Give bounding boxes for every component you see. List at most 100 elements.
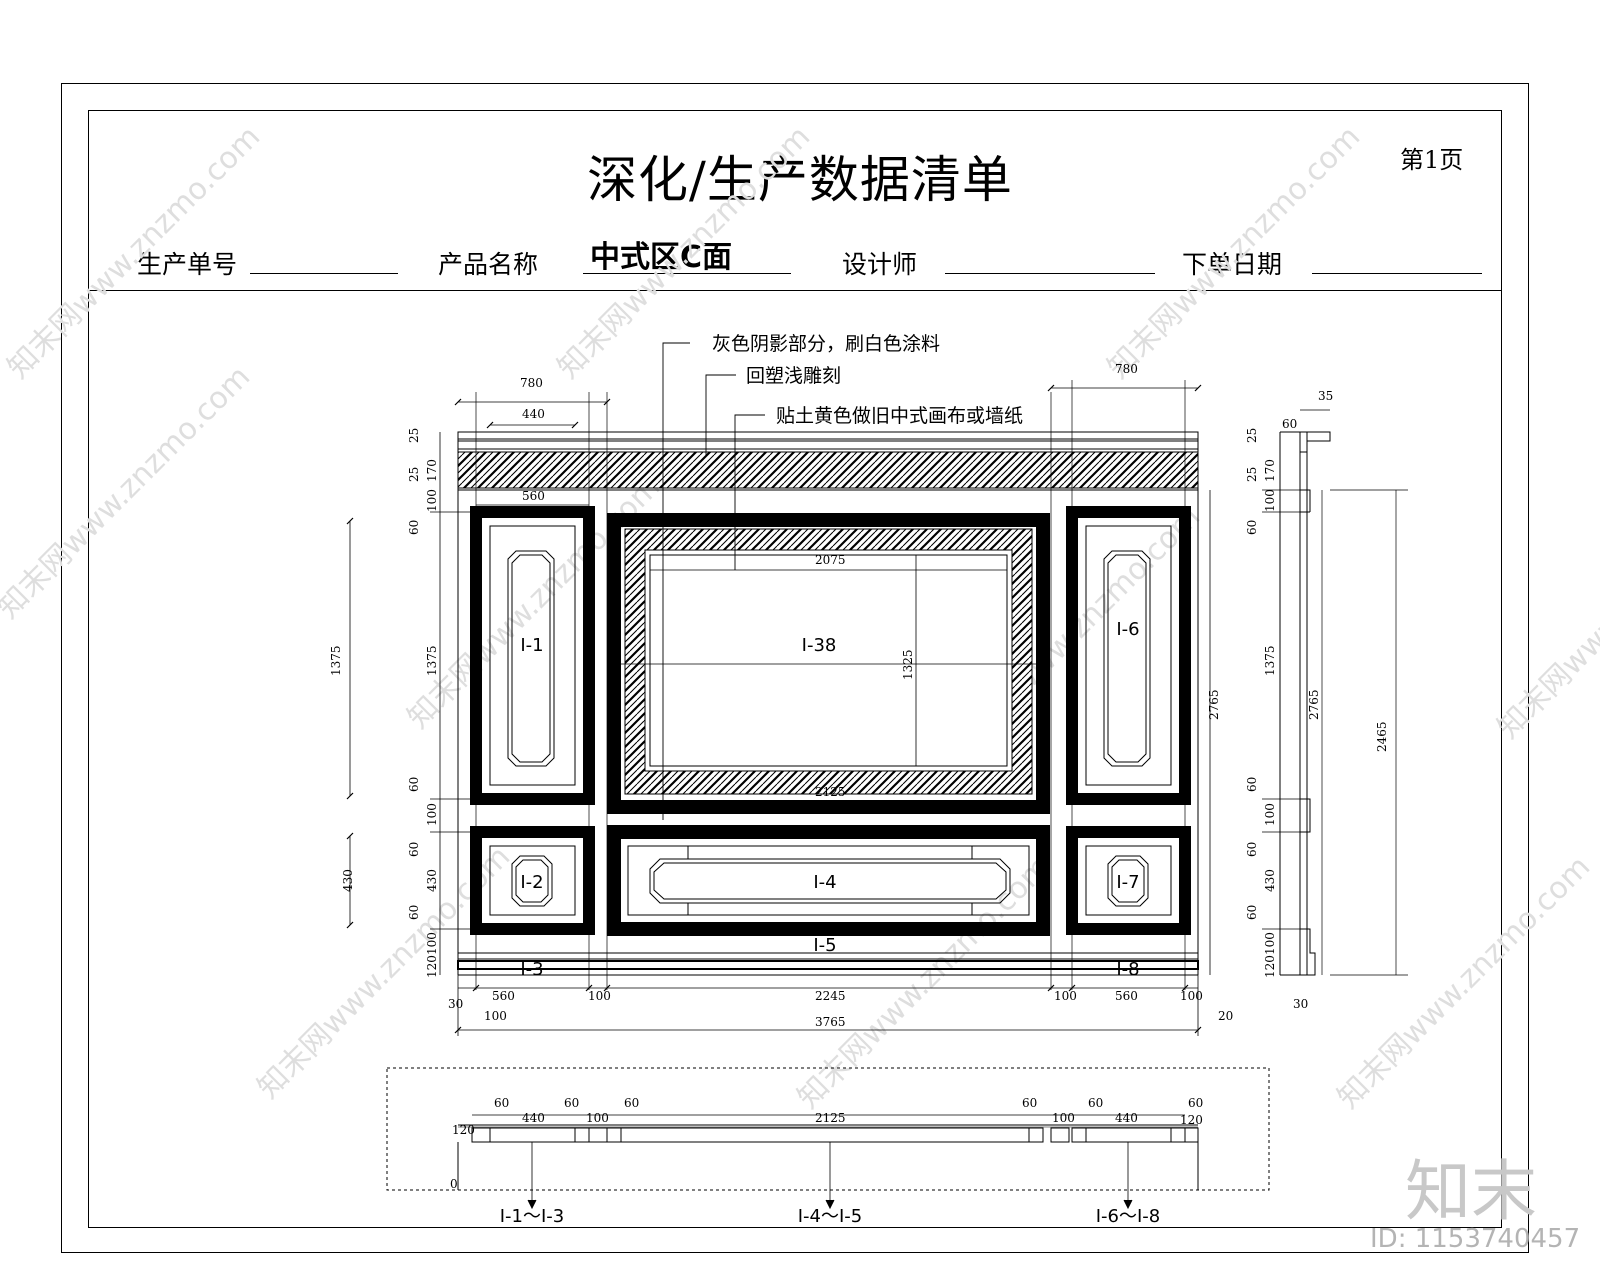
dim-text: 0 [450,1177,458,1191]
dim-text: 30 [1293,997,1308,1011]
dim-text: 2125 [815,785,846,799]
dim-text: 35 [1318,389,1333,403]
dim-text: 440 [522,1111,545,1125]
dim-text: 100 [1180,989,1203,1003]
order-date-label: 下单日期 [1182,250,1283,279]
section-label-right: I-6～I-8 [1096,1206,1161,1227]
dim-text: 60 [1282,417,1297,431]
dim-text: 60 [1022,1096,1037,1110]
dim-text: 780 [1115,362,1138,376]
dim-text: 1375 [425,645,439,676]
dim-text: 60 [407,842,421,857]
dim-text: 100 [586,1111,609,1125]
panel-motif-I-1 [507,550,555,767]
leader-gray-paint [662,342,690,820]
sheet-outer-border [61,83,1529,1253]
panel-label-I-6: I-6 [1116,619,1139,640]
dim-text: 440 [1115,1111,1138,1125]
dim-text: 60 [407,520,421,535]
dim-text: 120 [1263,955,1277,978]
designer-label: 设计师 [842,250,918,279]
panel-label-I-3: I-3 [520,959,543,980]
dim-text: 440 [522,407,545,421]
dim-text: 60 [1245,777,1259,792]
sheet-title: 深化/生产数据清单 [587,151,1013,209]
dim-text: 60 [1245,905,1259,920]
section-label-center: I-4～I-5 [798,1206,863,1227]
order-date-line [1312,273,1482,274]
dim-text: 25 [1245,428,1259,443]
panel-label-I-38: I-38 [802,635,837,656]
dim-text: 120 [1180,1113,1203,1127]
dim-text: 100 [1052,1111,1075,1125]
dim-text: 430 [425,869,439,892]
dim-text: 100 [484,1009,507,1023]
panel-label-I-4: I-4 [813,872,836,893]
dim-text: 60 [1245,842,1259,857]
plan-section-frame [386,1067,1270,1191]
dim-text: 2465 [1375,721,1389,752]
dim-text: 20 [1218,1009,1233,1023]
dim-text: 1325 [901,649,915,680]
panel-frame-I-4 [607,825,1050,936]
dim-text: 2075 [815,553,846,567]
product-name-value: 中式区C面 [590,240,733,275]
dim-text: 430 [341,869,355,892]
image-id-watermark: ID: 1153740457 [1370,1224,1581,1254]
leader-carving [705,374,736,455]
page-number: 第1页 [1400,146,1464,174]
designer-line [945,273,1155,274]
watermark-text: 知末网www.znzmo.com [1101,119,1367,385]
dim-text: 100 [425,932,439,955]
order-no-line [250,273,398,274]
panel-label-I-7: I-7 [1116,872,1139,893]
dim-text: 25 [407,428,421,443]
section-label-left: I-1～I-3 [500,1206,565,1227]
dim-text: 60 [1188,1096,1203,1110]
watermark-text: 知末网www.znzmo.com [1,119,267,385]
dim-text: 100 [425,803,439,826]
product-name-line [583,273,791,274]
watermark-text: 知末网www.znzmo.com [1331,849,1597,1115]
panel-label-I-2: I-2 [520,872,543,893]
panel-inner-I-1 [489,525,576,786]
dim-text: 120 [425,955,439,978]
dim-text: 170 [425,459,439,482]
brand-watermark: 知末 [1405,1153,1537,1230]
panel-motif-I-7 [1107,855,1149,907]
panel-frame-I-38 [607,513,1050,814]
panel-motif-I-6 [1103,550,1151,767]
dim-text: 30 [448,997,463,1011]
dim-text: 170 [1263,459,1277,482]
sheet-inner-border [88,110,1502,1228]
panel-label-I-1: I-1 [520,635,543,656]
dim-text: 60 [564,1096,579,1110]
panel-label-I-5: I-5 [813,935,836,956]
panel-canvas-I-38 [644,549,1013,772]
dim-text: 3765 [815,1015,846,1029]
dim-text: 1375 [329,645,343,676]
dim-text: 560 [522,489,545,503]
annotation-wallpaper: 贴土黄色做旧中式画布或墙纸 [776,405,1023,427]
annotation-carving: 回塑浅雕刻 [746,365,841,387]
dim-text: 120 [452,1123,475,1137]
dim-text: 100 [1263,489,1277,512]
dim-text: 60 [494,1096,509,1110]
dim-text: 100 [1263,803,1277,826]
dim-text: 25 [407,467,421,482]
dim-text: 430 [1263,869,1277,892]
dim-text: 2765 [1207,689,1221,720]
panel-label-I-8: I-8 [1116,959,1139,980]
dim-text: 60 [407,777,421,792]
annotation-gray-paint: 灰色阴影部分，刷白色涂料 [712,333,940,355]
dim-text: 100 [1263,932,1277,955]
dim-text: 100 [588,989,611,1003]
dim-text: 60 [1245,520,1259,535]
carved-frieze [457,451,1199,489]
dim-text: 25 [1245,467,1259,482]
dim-text: 1375 [1263,645,1277,676]
dim-text: 780 [520,376,543,390]
leader-wallpaper [734,414,765,570]
watermark-text: 知末网www.znzmo.com [1491,479,1600,745]
